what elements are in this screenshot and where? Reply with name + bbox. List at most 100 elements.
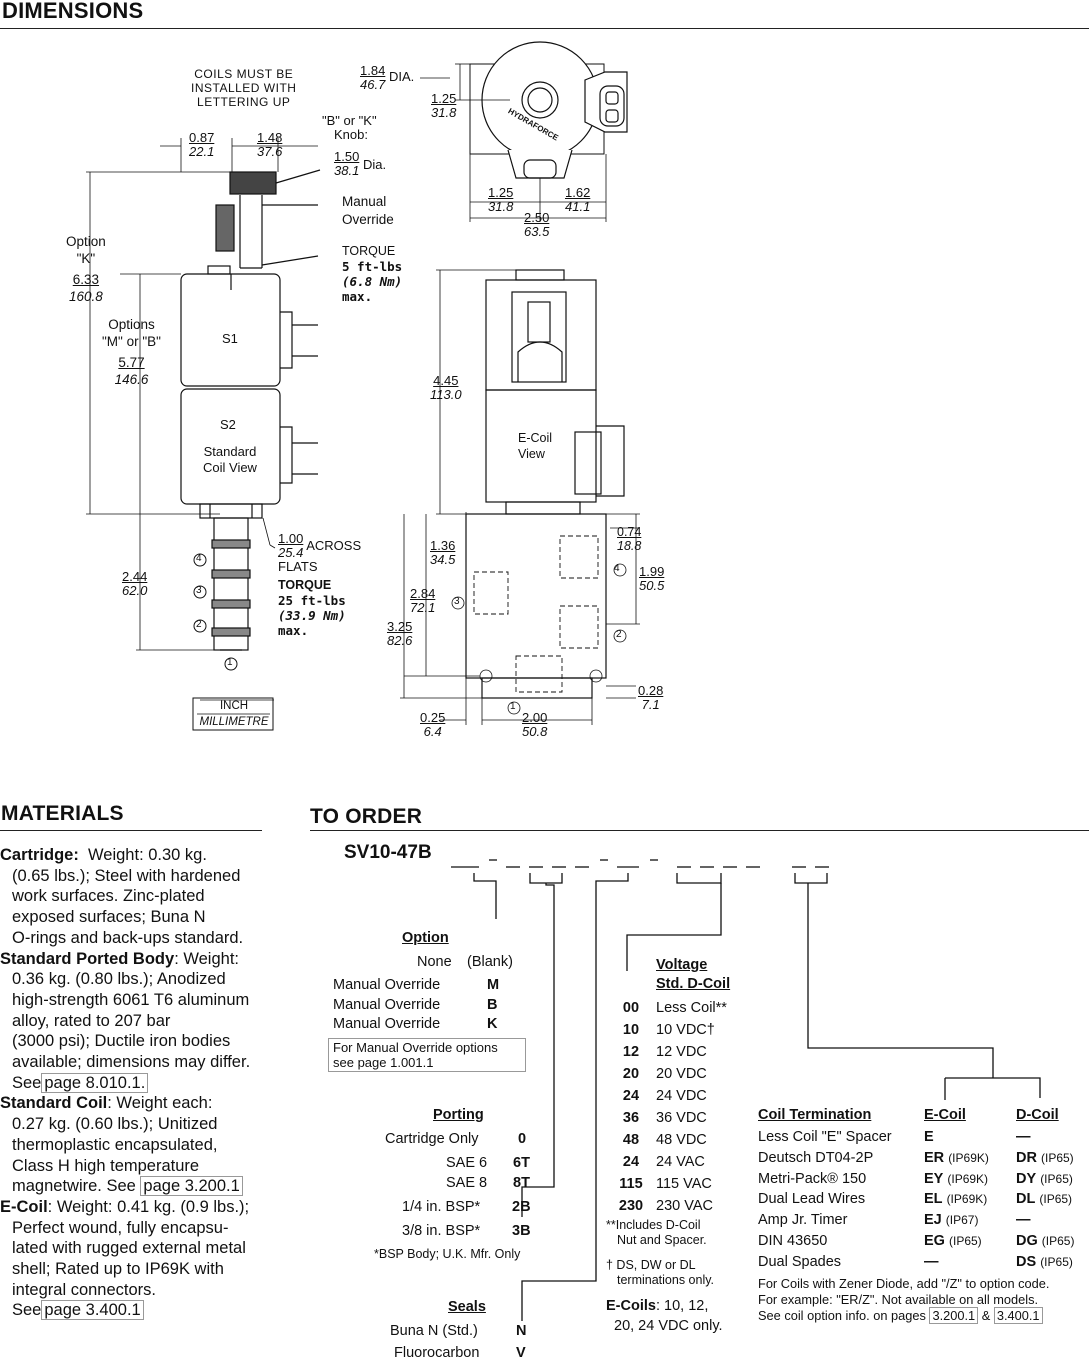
option-b-code: B xyxy=(487,997,498,1013)
options-mb-dim: Options "M" or "B" 5.77 146.6 xyxy=(102,317,161,387)
page-3400-footnote-link[interactable]: 3.400.1 xyxy=(993,1307,1043,1324)
port-3-label: 3 xyxy=(196,585,202,596)
termination-table: Less Coil "E" Spacer E — Deutsch DT04-2P… xyxy=(758,1127,1088,1273)
seals-v-code: V xyxy=(516,1345,526,1361)
porting-title: Porting xyxy=(433,1107,484,1123)
body-port-2-label: 2 xyxy=(616,629,622,640)
option-k-code: K xyxy=(487,1016,498,1032)
unit-key: INCH MILLIMETRE xyxy=(199,700,269,728)
porting-3b-code: 3B xyxy=(512,1223,531,1239)
porting-6t-label: SAE 6 xyxy=(446,1155,488,1171)
porting-8t-code: 8T xyxy=(513,1175,530,1191)
dim-100-across-flats: 1.00 25.4 ACROSS FLATS xyxy=(278,531,362,574)
materials-rule xyxy=(0,830,262,831)
materials-heading: MATERIALS xyxy=(1,802,124,825)
porting-note: *BSP Body; U.K. Mfr. Only xyxy=(374,1247,521,1261)
option-m-label: Manual Override xyxy=(333,977,441,993)
voltage-note-2: † DS, DW or DL terminations only. xyxy=(606,1258,715,1287)
body-port-4-label: 4 xyxy=(614,563,620,574)
code-blanks xyxy=(451,859,829,868)
porting-8t-label: SAE 8 xyxy=(446,1175,488,1191)
dcoil-header: D-Coil xyxy=(1016,1107,1059,1123)
knob xyxy=(229,171,277,195)
standard-coil-view-label: Standard Coil View xyxy=(203,444,257,475)
page-8010-link[interactable]: page 8.010.1. xyxy=(41,1072,149,1093)
termination-header: Coil Termination xyxy=(758,1107,872,1123)
termination-row: Dual Lead Wires EL (IP69K) DL (IP65) xyxy=(758,1191,1073,1208)
override-knob-k xyxy=(215,204,235,252)
termination-row: Amp Jr. Timer EJ (IP67) — xyxy=(758,1212,1031,1229)
order-rule xyxy=(310,830,1089,831)
order-code-connectors xyxy=(451,859,1041,1321)
port-4-label: 4 xyxy=(196,553,202,564)
seals-n-label: Buna N (Std.) xyxy=(390,1323,478,1339)
voltage-note-1: **Includes D-Coil Nut and Spacer. xyxy=(606,1218,707,1247)
seals-title: Seals xyxy=(448,1299,486,1315)
body-port-1-label: 1 xyxy=(510,701,516,712)
knob-label: "B" or "K" Knob: xyxy=(322,113,377,142)
page-3200-footnote-link[interactable]: 3.200.1 xyxy=(929,1307,979,1324)
manifold-body xyxy=(465,513,607,679)
page-3400-link[interactable]: page 3.400.1 xyxy=(41,1300,144,1321)
option-none-label: None xyxy=(417,954,452,970)
option-none-code: (Blank) xyxy=(467,954,513,970)
termination-row: DIN 43650 EG (IP65) DG (IP65) xyxy=(758,1232,1075,1249)
torque-top-label: TORQUE 5 ft-lbs (6.8 Nm) max. xyxy=(342,244,403,304)
ecoil-upper xyxy=(485,279,597,391)
knob-dia: 1.50 38.1 Dia. xyxy=(334,149,387,178)
dimensions-heading: DIMENSIONS xyxy=(2,0,144,23)
model-code: SV10-47B xyxy=(344,842,432,863)
dim-184-dia: 1.84 46.7 DIA. xyxy=(360,63,415,92)
option-k-dim: Option "K" 6.33 160.8 xyxy=(66,234,106,304)
page-3200-link[interactable]: page 3.200.1 xyxy=(140,1176,243,1197)
order-heading: TO ORDER xyxy=(310,805,423,828)
termination-footnote: For Coils with Zener Diode, add "/Z" to … xyxy=(758,1276,1050,1324)
torque-bottom-label: TORQUE 25 ft-lbs (33.9 Nm) max. xyxy=(278,578,346,638)
voltage-title: Voltage Std. D-Coil xyxy=(656,957,731,992)
coil-s1 xyxy=(180,273,281,387)
termination-row: Metri-Pack® 150 EY (IP69K) DY (IP65) xyxy=(758,1170,1073,1187)
porting-6t-code: 6T xyxy=(513,1155,530,1171)
coils-note: COILS MUST BE INSTALLED WITH LETTERING U… xyxy=(191,67,297,109)
termination-row: Dual Spades — DS (IP65) xyxy=(758,1253,1073,1270)
ecoil-header: E-Coil xyxy=(924,1107,966,1123)
porting-0-code: 0 xyxy=(518,1131,527,1147)
termination-row: Less Coil "E" Spacer E — xyxy=(758,1129,1031,1145)
s2-label: S2 xyxy=(220,417,236,432)
porting-2b-label: 1/4 in. BSP* xyxy=(402,1199,481,1215)
body-port-3-label: 3 xyxy=(454,596,460,607)
option-title: Option xyxy=(402,930,449,946)
port-1-label: 1 xyxy=(227,657,233,668)
ecoil-view-label: E-Coil View xyxy=(518,431,553,461)
dimension-drawing xyxy=(86,41,640,731)
option-note: For Manual Override options see page 1.0… xyxy=(328,1038,526,1072)
option-k-label: Manual Override xyxy=(333,1016,441,1032)
porting-3b-label: 3/8 in. BSP* xyxy=(402,1223,481,1239)
manual-override-label: Manual Override xyxy=(342,194,394,227)
s1-label: S1 xyxy=(222,331,238,346)
port-2-label: 2 xyxy=(196,619,202,630)
